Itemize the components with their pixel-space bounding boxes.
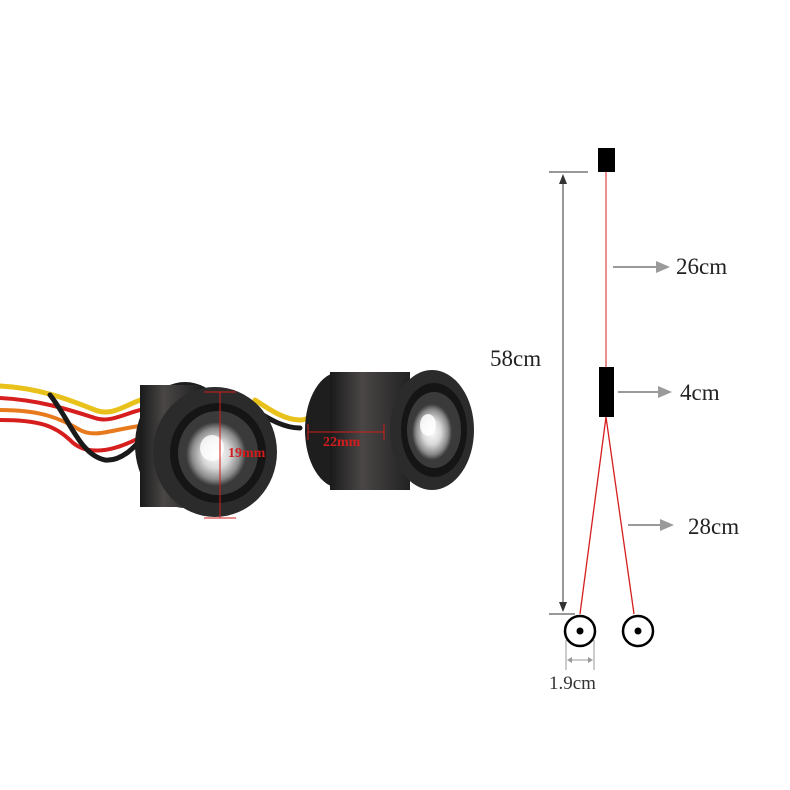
split-lead-right xyxy=(605,416,635,615)
lamp-right-dimension-label: 22mm xyxy=(323,435,361,450)
top-connector xyxy=(598,148,615,172)
split-lead-length-label: 28cm xyxy=(688,514,740,539)
photo-dimension-lines xyxy=(204,391,385,519)
lamp-diameter-dimension xyxy=(565,640,595,670)
lamp-diameter-label: 1.9cm xyxy=(549,673,596,694)
module-length-label: 4cm xyxy=(680,380,720,405)
lamp-symbol-left xyxy=(563,614,597,648)
top-lead-length-label: 26cm xyxy=(676,254,728,279)
lamp-left-dimension-label: 19mm xyxy=(228,446,266,461)
split-lead-left xyxy=(579,416,607,615)
total-length-label: 58cm xyxy=(490,346,542,371)
lamp-symbol-right xyxy=(621,614,655,648)
control-module xyxy=(599,367,614,417)
pointer-arrows xyxy=(613,261,674,531)
lamp-left xyxy=(135,382,277,517)
wire-bundle xyxy=(0,383,328,463)
lamp-right xyxy=(305,370,474,490)
total-length-dimension xyxy=(549,171,588,615)
